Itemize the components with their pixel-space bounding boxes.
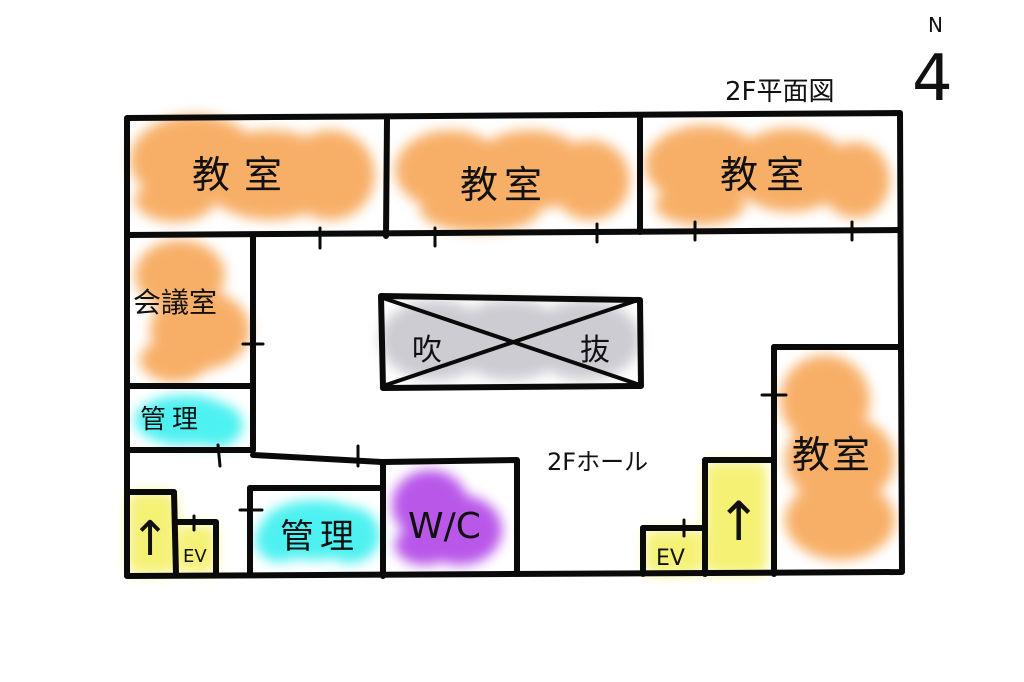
- floor-plan-title: 2F平面図: [725, 77, 835, 107]
- classroom-2-label: 教室: [460, 163, 548, 207]
- management-1-fill: [135, 395, 243, 447]
- classroom-4-fill: [780, 355, 895, 560]
- classroom-1-label: 教室: [192, 153, 296, 197]
- ev-left-label: EV: [183, 546, 207, 567]
- meeting-room-label: 会議室: [133, 286, 217, 319]
- north-letter: N: [928, 13, 943, 37]
- classroom-2-fill: [395, 130, 630, 232]
- ev-stairs-right-fill: [645, 462, 767, 574]
- wc-label: W/C: [408, 506, 481, 547]
- hall-label: 2Fホール: [547, 448, 648, 476]
- north-arrow-icon: 4: [912, 42, 953, 116]
- management-1-label: 管理: [140, 405, 204, 435]
- classroom-4-label: 教室: [792, 433, 872, 477]
- ev-right-label: EV: [656, 546, 685, 571]
- void-label-left: 吹: [412, 333, 442, 368]
- ev-stairs-left-fill: [128, 492, 216, 574]
- void-label-right: 抜: [580, 333, 610, 368]
- management-2-fill: [255, 500, 380, 563]
- labels: 2F平面図 N 4 教室 教室 教室 教室 会議室 管理 管理 W/C 吹 抜 …: [130, 13, 953, 571]
- meeting-room-fill: [135, 240, 250, 382]
- classroom-1-fill: [130, 115, 375, 222]
- door-marks: [192, 220, 854, 538]
- stairs-left-icon: ↑: [130, 511, 170, 567]
- classroom-3-label: 教室: [720, 153, 812, 197]
- management-2-label: 管理: [280, 517, 360, 557]
- classroom-3-fill: [645, 125, 890, 225]
- room-fills: [128, 115, 895, 574]
- stairs-right-icon: ↑: [716, 490, 761, 553]
- walls: [124, 110, 905, 579]
- wc-fill: [392, 470, 502, 565]
